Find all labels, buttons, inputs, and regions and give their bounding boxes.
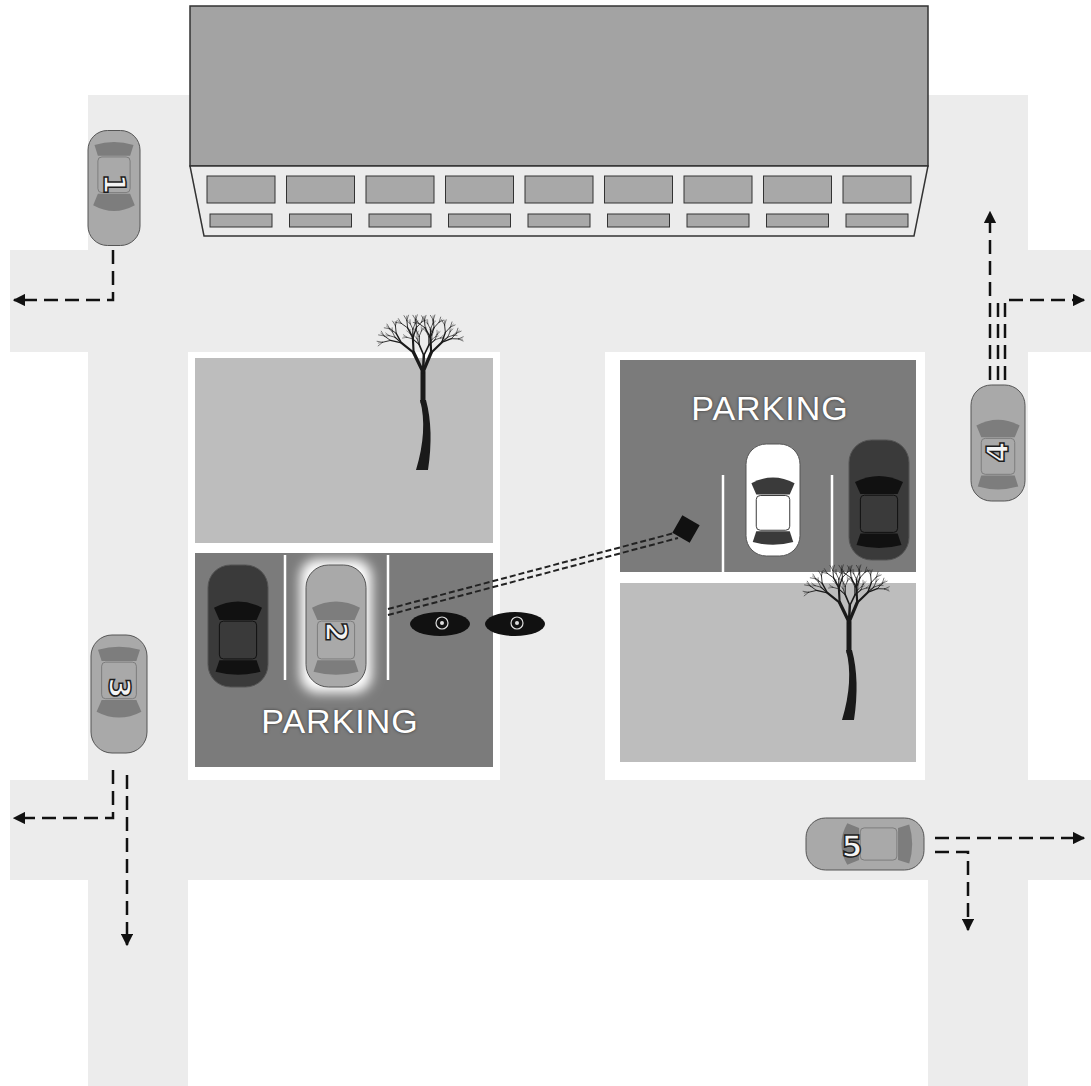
window [846, 214, 908, 227]
window [207, 176, 275, 203]
building-facade [190, 166, 928, 236]
callout-number: 3 [104, 678, 134, 699]
stall-line [831, 475, 834, 572]
window [449, 214, 511, 227]
window [767, 214, 829, 227]
window [687, 214, 749, 227]
stall-line [722, 475, 725, 572]
window [446, 176, 514, 203]
window [366, 176, 434, 203]
callout-number: 2 [321, 622, 351, 643]
car [91, 635, 147, 753]
callout-number: 4 [983, 442, 1013, 463]
road [88, 880, 188, 1086]
window [843, 176, 911, 203]
road [10, 250, 1091, 352]
window [369, 214, 431, 227]
lawn [620, 583, 916, 762]
callout-number: 5 [842, 832, 863, 862]
route-arrow [935, 837, 1084, 840]
window [528, 214, 590, 227]
lot-label: PARKING [261, 704, 419, 738]
sensor-line [388, 532, 678, 609]
route-arrow [1005, 300, 1084, 380]
road-area [88, 95, 1028, 880]
eye-symbol [485, 612, 545, 636]
block [605, 352, 925, 780]
parked-car [208, 565, 268, 687]
eye-symbol [410, 612, 470, 636]
road [10, 780, 1091, 880]
parking-lot [620, 360, 916, 572]
building-roof [190, 6, 928, 166]
stall-line [387, 555, 390, 680]
window [684, 176, 752, 203]
route-arrow [126, 775, 129, 945]
route-arrow [989, 212, 992, 380]
window [210, 214, 272, 227]
route-arrow [997, 300, 1000, 380]
car [88, 131, 140, 246]
route-arrow [14, 250, 113, 300]
callout-number: 1 [99, 174, 129, 195]
window [290, 214, 352, 227]
parked-car [746, 444, 800, 556]
sensor-device [672, 515, 699, 542]
window [287, 176, 355, 203]
car [806, 818, 924, 870]
route-arrow [935, 852, 968, 930]
car [971, 385, 1025, 501]
stall-line [284, 555, 287, 680]
window [764, 176, 832, 203]
road [928, 880, 1028, 1086]
parking-lot [195, 553, 493, 767]
lawn [195, 358, 493, 543]
window [605, 176, 673, 203]
lot-label: PARKING [691, 391, 849, 425]
tree [377, 315, 463, 470]
parked-car [849, 440, 909, 560]
car-highlighted [300, 559, 372, 693]
tree [803, 565, 889, 720]
sensor-line [388, 538, 678, 615]
window [608, 214, 670, 227]
route-arrow [14, 770, 113, 818]
window [525, 176, 593, 203]
block [188, 352, 500, 780]
